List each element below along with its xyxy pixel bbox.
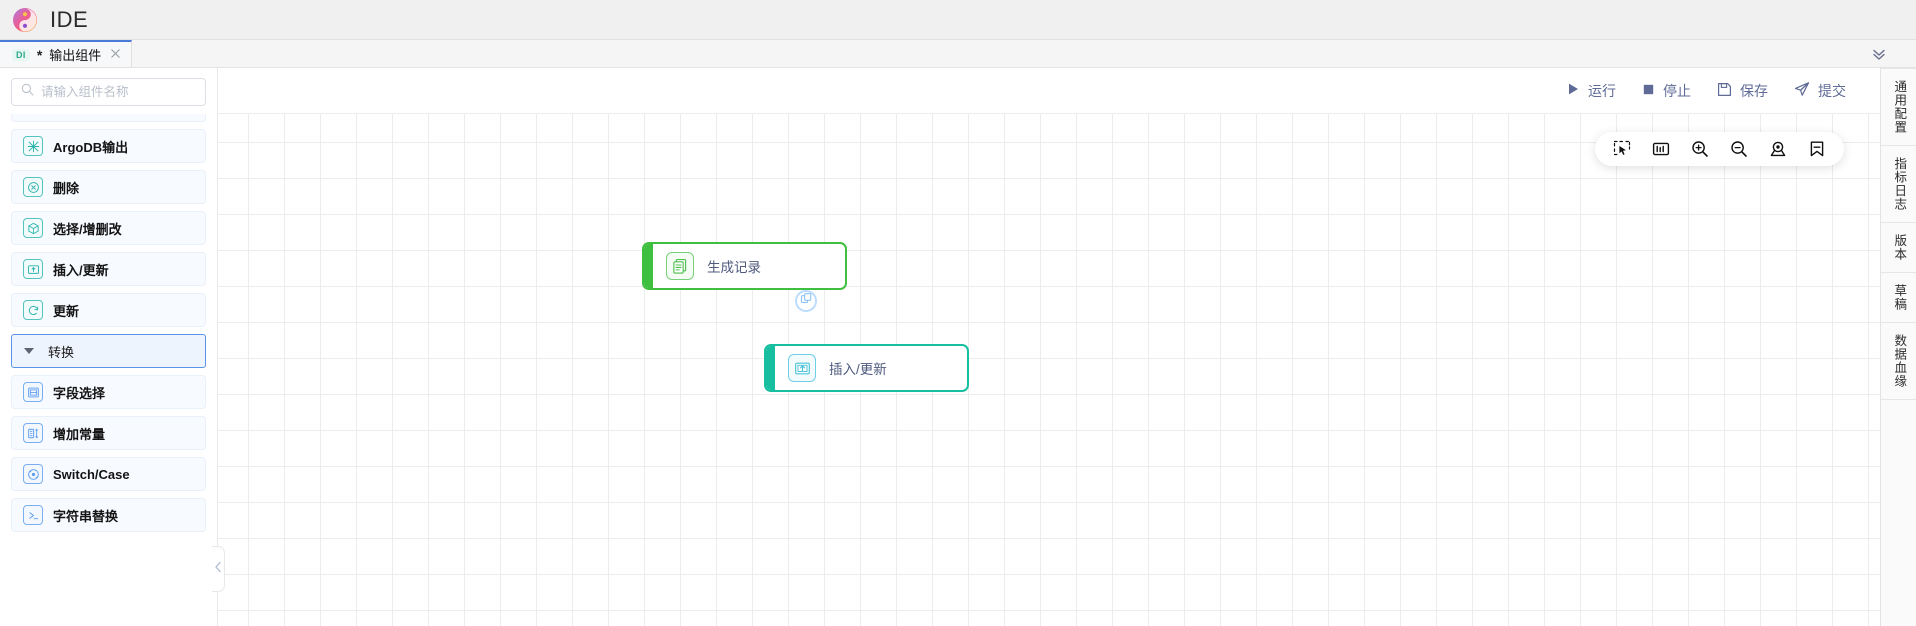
close-icon[interactable] <box>110 47 121 62</box>
palette-search-wrap <box>0 68 217 114</box>
node-label: 插入/更新 <box>829 362 887 377</box>
canvas-view-toolbar <box>1595 132 1844 166</box>
workbench-body: ArgoDB输出 删除 <box>0 68 1916 626</box>
submit-label: 提交 <box>1818 82 1846 99</box>
run-label: 运行 <box>1588 82 1616 99</box>
locate-node-icon[interactable] <box>1768 139 1788 159</box>
node-accent-bar <box>644 244 653 288</box>
rail-filler <box>1881 400 1916 626</box>
palette-list[interactable]: ArgoDB输出 删除 <box>0 114 217 626</box>
list-item-label: ArgoDB输出 <box>53 139 129 155</box>
list-item-label: 字符串替换 <box>53 508 119 524</box>
zoom-out-icon[interactable] <box>1729 139 1749 159</box>
play-icon <box>1566 82 1580 99</box>
list-item-add-constant[interactable]: 增加常量 <box>11 416 206 450</box>
node-body: 生成记录 <box>653 244 845 288</box>
editor-tabbar: DI * 输出组件 <box>0 40 1916 68</box>
right-panel-rail: 通用配置 指标日志 版本 草稿 数据血缘 <box>1880 68 1916 626</box>
rail-tab-metric-log[interactable]: 指标日志 <box>1881 146 1916 223</box>
cube-select-icon <box>23 218 43 238</box>
stop-label: 停止 <box>1663 82 1691 99</box>
list-item-label: 删除 <box>53 180 80 196</box>
canvas-column: 运行 停止 保存 <box>218 68 1880 626</box>
list-item-label: Switch/Case <box>53 466 130 482</box>
list-item-label: 字段选择 <box>53 385 106 401</box>
delete-circle-icon <box>23 177 43 197</box>
search-input[interactable] <box>41 85 202 99</box>
fit-to-screen-icon[interactable] <box>1651 139 1671 159</box>
add-constant-icon <box>23 423 43 443</box>
edge-badge[interactable] <box>795 290 817 312</box>
save-button[interactable]: 保存 <box>1717 81 1768 101</box>
list-item-select-crud[interactable]: 选择/增删改 <box>11 211 206 245</box>
tab-label: 输出组件 <box>49 48 102 63</box>
list-item-switch-case[interactable]: Switch/Case <box>11 457 206 491</box>
flow-node-generate-record[interactable]: 生成记录 <box>642 242 847 290</box>
search-box[interactable] <box>11 78 206 106</box>
list-item-update[interactable]: 更新 <box>11 293 206 327</box>
bookmark-icon[interactable] <box>1807 139 1827 159</box>
rail-tab-version[interactable]: 版本 <box>1881 223 1916 273</box>
argodb-output-icon <box>23 136 43 156</box>
submit-send-icon <box>1794 81 1810 100</box>
flow-edges <box>218 114 518 264</box>
search-icon <box>21 83 34 101</box>
stop-button[interactable]: 停止 <box>1642 81 1691 101</box>
list-item-field-select[interactable]: 字段选择 <box>11 375 206 409</box>
marquee-select-icon[interactable] <box>1612 139 1632 159</box>
copy-layers-icon <box>800 292 813 310</box>
tab-output-component[interactable]: DI * 输出组件 <box>0 40 133 67</box>
submit-button[interactable]: 提交 <box>1794 81 1846 101</box>
swirl-logo-icon <box>12 7 38 33</box>
flow-node-insert-update[interactable]: 插入/更新 <box>764 344 969 392</box>
save-icon <box>1717 82 1732 100</box>
list-item-partial-top[interactable] <box>11 114 206 122</box>
chevron-left-icon <box>214 560 222 578</box>
group-label: 转换 <box>48 344 75 360</box>
app-title: IDE <box>50 6 89 32</box>
switch-case-icon <box>23 464 43 484</box>
rail-tab-draft[interactable]: 草稿 <box>1881 273 1916 323</box>
node-accent-bar <box>766 346 775 390</box>
save-label: 保存 <box>1740 82 1768 99</box>
list-item-string-replace[interactable]: 字符串替换 <box>11 498 206 532</box>
node-body: 插入/更新 <box>775 346 967 390</box>
canvas-action-toolbar: 运行 停止 保存 <box>218 68 1880 114</box>
stop-icon <box>1642 83 1655 99</box>
rail-tab-data-lineage[interactable]: 数据血缘 <box>1881 323 1916 400</box>
run-button[interactable]: 运行 <box>1566 81 1616 101</box>
node-label: 生成记录 <box>707 260 761 275</box>
caret-down-icon <box>24 348 34 354</box>
field-select-icon <box>23 382 43 402</box>
generate-record-icon <box>666 252 694 280</box>
rail-tab-general-config[interactable]: 通用配置 <box>1881 68 1916 146</box>
insert-update-icon <box>788 354 816 382</box>
list-item-label: 选择/增删改 <box>53 221 122 237</box>
palette-collapse-handle[interactable] <box>212 546 225 592</box>
tab-type-badge: DI <box>12 48 30 61</box>
palette-group-transform[interactable]: 转换 <box>11 334 206 368</box>
zoom-in-icon[interactable] <box>1690 139 1710 159</box>
list-item-argodb-output[interactable]: ArgoDB输出 <box>11 129 206 163</box>
refresh-icon <box>23 300 43 320</box>
tab-dirty-indicator: * <box>36 46 43 63</box>
string-replace-icon <box>23 505 43 525</box>
list-item-label: 增加常量 <box>53 426 106 442</box>
tabbar-right-actions <box>1868 40 1916 67</box>
component-palette: ArgoDB输出 删除 <box>0 68 218 626</box>
app-titlebar: IDE <box>0 0 1916 40</box>
list-item-label: 插入/更新 <box>53 262 109 278</box>
insert-update-icon <box>23 259 43 279</box>
chevron-double-down-icon[interactable] <box>1868 43 1890 65</box>
flow-canvas[interactable]: 生成记录 插入/更新 <box>218 114 1880 626</box>
list-item-label: 更新 <box>53 303 80 319</box>
list-item-insert-update[interactable]: 插入/更新 <box>11 252 206 286</box>
list-item-delete[interactable]: 删除 <box>11 170 206 204</box>
